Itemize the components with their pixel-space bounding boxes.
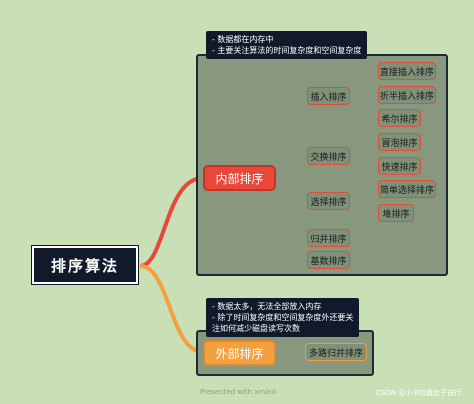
external-note-line-1: - 数据太多，无法全部放入内存: [212, 302, 322, 311]
radix-sort-topic[interactable]: 基数排序: [307, 251, 350, 269]
exchange-sort-topic[interactable]: 交换排序: [307, 147, 350, 165]
shell-sort-topic[interactable]: 希尔排序: [378, 109, 421, 127]
internal-sort-topic[interactable]: 内部排序: [203, 165, 276, 191]
multiway-merge-topic[interactable]: 多路归并排序: [305, 343, 367, 361]
internal-sort-note: - 数据都在内存中 - 主要关注算法的时间复杂度和空间复杂度: [206, 31, 368, 59]
insertion-sort-topic[interactable]: 插入排序: [307, 87, 350, 105]
external-sort-note: - 数据太多，无法全部放入内存 - 除了时间复杂度和空间复杂度外还要关 注如何减…: [206, 298, 360, 337]
quick-sort-topic[interactable]: 快速排序: [378, 157, 421, 175]
root-topic[interactable]: 排序算法: [31, 245, 139, 285]
xmind-footer: Presented with xmind: [200, 388, 277, 396]
internal-note-line-1: - 数据都在内存中: [212, 35, 274, 44]
external-sort-topic[interactable]: 外部排序: [203, 340, 276, 366]
selection-sort-topic[interactable]: 选择排序: [307, 192, 350, 210]
bubble-sort-topic[interactable]: 冒泡排序: [378, 133, 421, 151]
straight-insertion-topic[interactable]: 直接插入排序: [378, 62, 436, 80]
external-note-line-3: 注如何减少磁盘读写次数: [212, 324, 300, 333]
internal-note-line-2: - 主要关注算法的时间复杂度和空间复杂度: [212, 46, 362, 55]
binary-insertion-topic[interactable]: 折半插入排序: [378, 86, 436, 104]
external-note-line-2: - 除了时间复杂度和空间复杂度外还要关: [212, 313, 354, 322]
csdn-credit: CSDN @小书包酱女子自行: [376, 389, 462, 397]
simple-selection-topic[interactable]: 简单选择排序: [378, 180, 436, 198]
merge-sort-topic[interactable]: 归并排序: [307, 229, 350, 247]
heap-sort-topic[interactable]: 堆排序: [378, 204, 414, 222]
